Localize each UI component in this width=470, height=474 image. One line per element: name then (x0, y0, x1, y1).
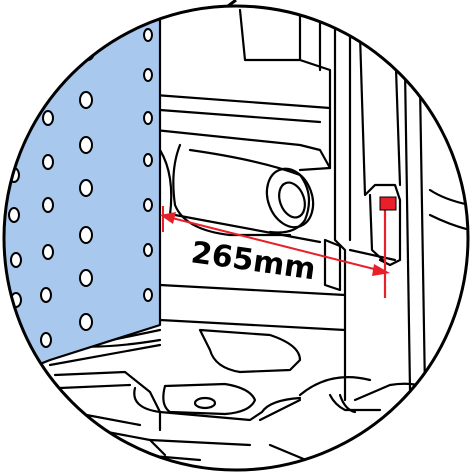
magnifier-connector (227, 0, 237, 8)
reference-marker (379, 196, 397, 211)
dimension-line (171, 217, 379, 271)
magnifier-border (2, 4, 470, 472)
dimension-annotation: 265mm (160, 196, 397, 298)
